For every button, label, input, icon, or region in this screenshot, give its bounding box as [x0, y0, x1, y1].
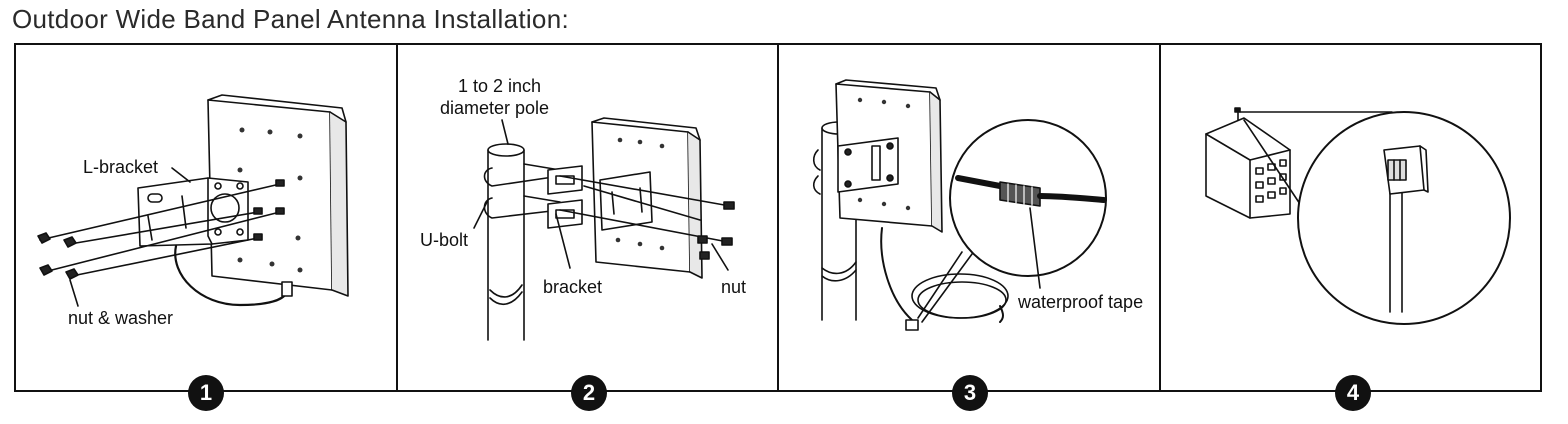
label-waterproof-tape: waterproof tape: [1018, 292, 1144, 312]
step-badge-1: 1: [188, 375, 224, 411]
step-badge-4: 4: [1335, 375, 1371, 411]
panel-2-illustration: [473, 117, 735, 341]
label-nut: nut: [721, 277, 747, 297]
label-pole-size: 1 to 2 inch: [458, 76, 542, 96]
panel-3-illustration: [812, 79, 1107, 331]
panel-divider-3: [1159, 43, 1161, 392]
step-badge-2: 2: [571, 375, 607, 411]
page-title: Outdoor Wide Band Panel Antenna Installa…: [12, 4, 569, 34]
panel-divider-1: [396, 43, 398, 392]
label-bracket: bracket: [543, 277, 603, 297]
label-l-bracket: L-bracket: [83, 157, 159, 177]
label-pole-diameter: diameter pole: [440, 98, 550, 118]
panel-divider-2: [777, 43, 779, 392]
panel-1-illustration: [37, 94, 349, 307]
label-u-bolt: U-bolt: [420, 230, 469, 250]
panel-4-illustration: [1205, 107, 1511, 325]
step-badge-3: 3: [952, 375, 988, 411]
label-nut-washer: nut & washer: [68, 308, 174, 328]
